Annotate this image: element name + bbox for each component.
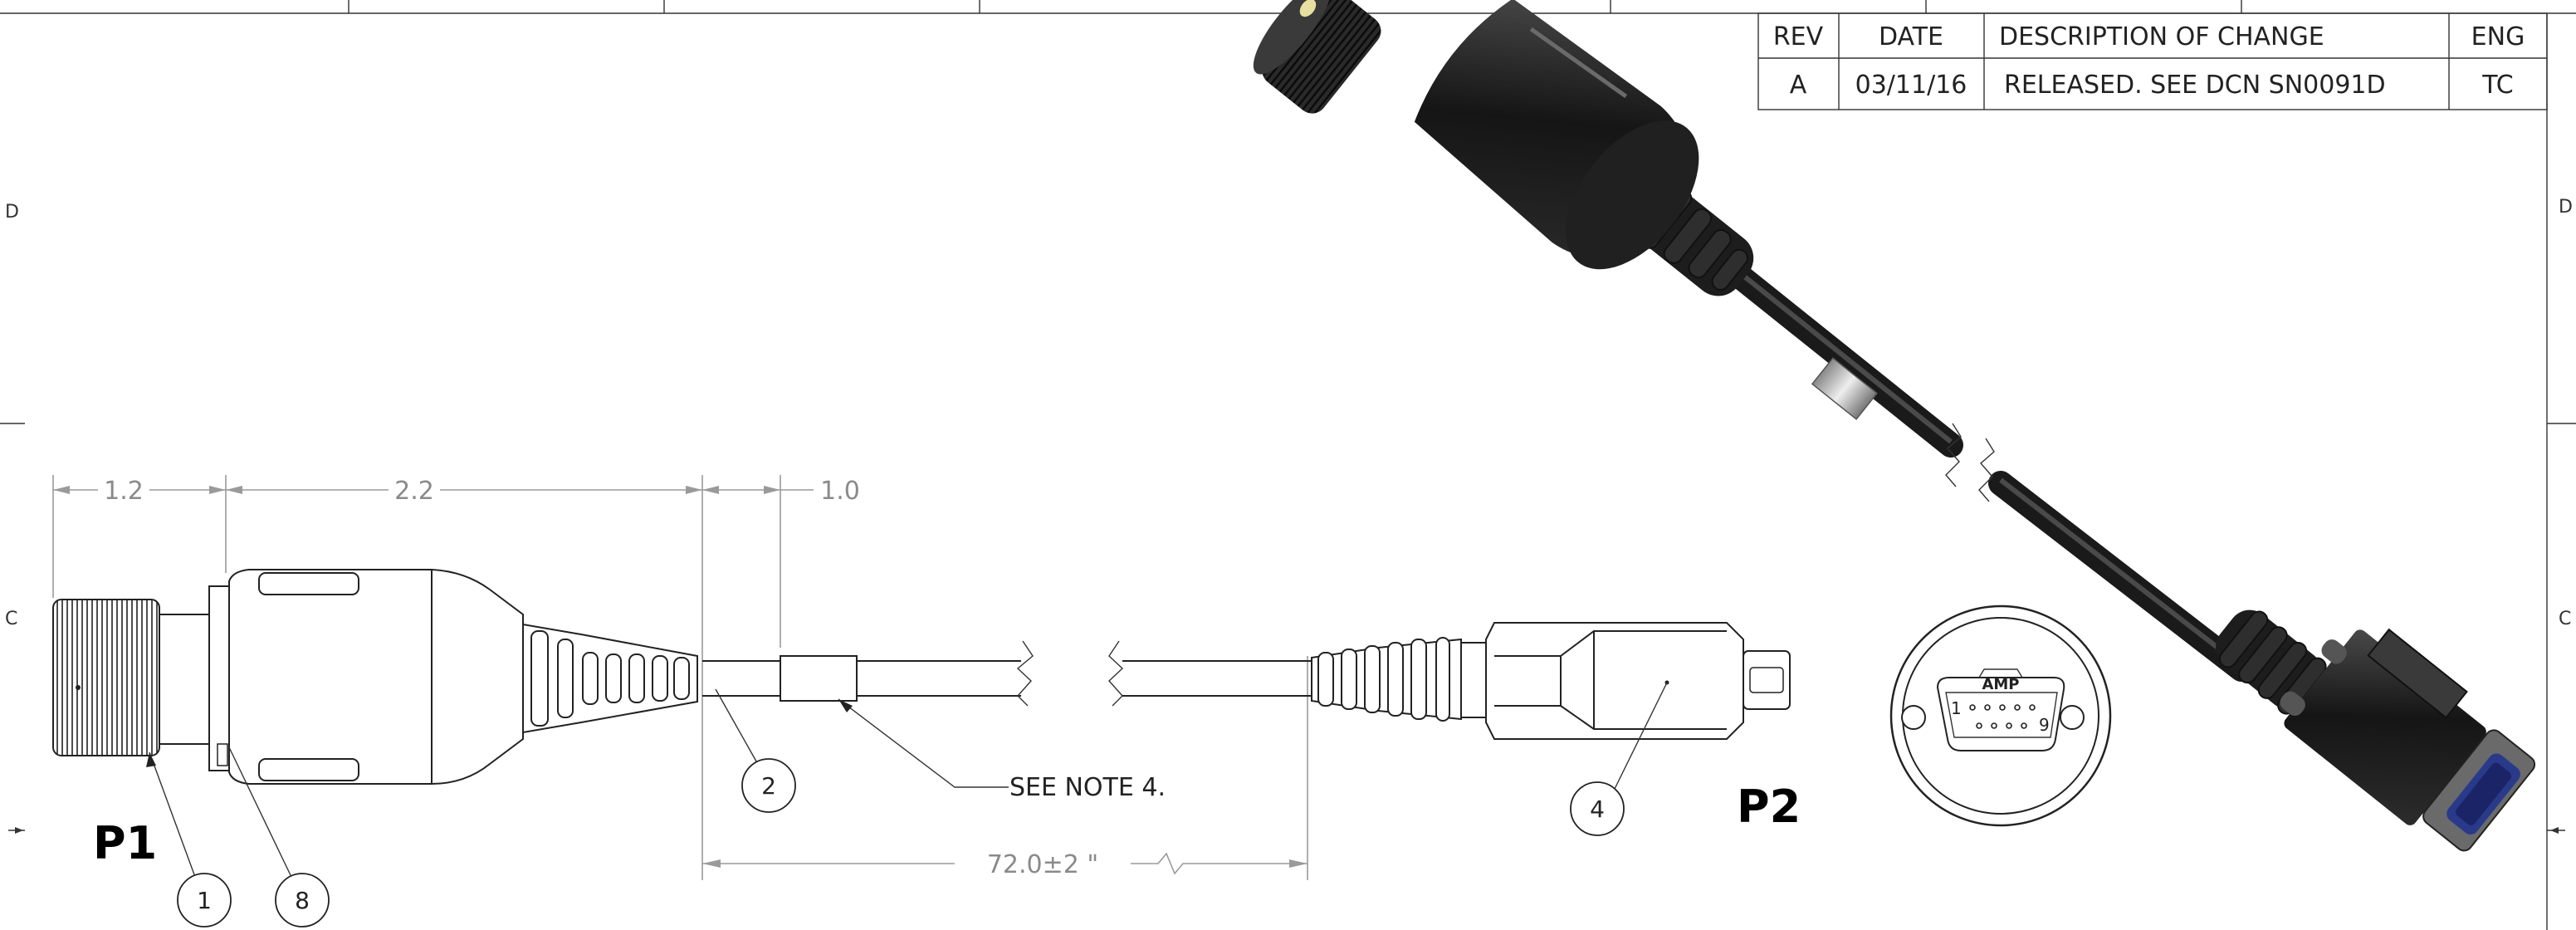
rev-value: A xyxy=(1790,71,1807,100)
zone-marker-left-c: C xyxy=(5,609,17,629)
note-callout: SEE NOTE 4. xyxy=(1009,773,1166,802)
dimension-1-0: 1.0 xyxy=(820,477,860,506)
p2-connector-drawing xyxy=(1311,622,1791,740)
zone-marker-right-d: D xyxy=(2559,197,2573,218)
zone-marker-right-c: C xyxy=(2559,609,2571,629)
revision-block: REV DATE DESCRIPTION OF CHANGE ENG A 03/… xyxy=(1757,12,2548,110)
zone-marker-left-d: D xyxy=(5,202,19,223)
balloon-2: 2 xyxy=(741,758,796,813)
balloon-4-label: 4 xyxy=(1590,795,1605,823)
dimension-2-2: 2.2 xyxy=(394,477,434,506)
balloon-1-label: 1 xyxy=(197,887,212,914)
rev-header: REV xyxy=(1773,22,1824,51)
dimension-overall-length: 72.0±2 " xyxy=(987,850,1098,879)
date-header: DATE xyxy=(1879,22,1943,51)
date-value: 03/11/16 xyxy=(1855,71,1967,100)
balloon-8: 8 xyxy=(275,873,330,928)
connector-face-pin-first: 1 xyxy=(1951,698,1962,718)
balloon-leaders xyxy=(146,682,1668,878)
balloon-8-label: 8 xyxy=(295,887,310,914)
description-value: RELEASED. SEE DCN SN0091D xyxy=(2004,71,2386,100)
p2-label: P2 xyxy=(1737,781,1801,833)
cable-drawing xyxy=(702,640,1312,707)
cable-assembly-render xyxy=(1253,0,2536,852)
dimension-lines xyxy=(52,475,1308,880)
p1-connector-drawing xyxy=(52,569,698,785)
p1-label: P1 xyxy=(93,817,157,869)
eng-header: ENG xyxy=(2471,22,2525,51)
connector-face-pin-last: 9 xyxy=(2039,715,2050,735)
balloon-4: 4 xyxy=(1570,781,1625,836)
connector-face-view: AMP 1 9 xyxy=(1889,604,2112,827)
description-header: DESCRIPTION OF CHANGE xyxy=(1999,22,2324,51)
balloon-2-label: 2 xyxy=(761,772,776,800)
eng-value: TC xyxy=(2481,71,2514,100)
connector-face-brand: AMP xyxy=(1982,676,2019,693)
balloon-1: 1 xyxy=(177,873,232,928)
dimension-1-2: 1.2 xyxy=(104,477,144,506)
